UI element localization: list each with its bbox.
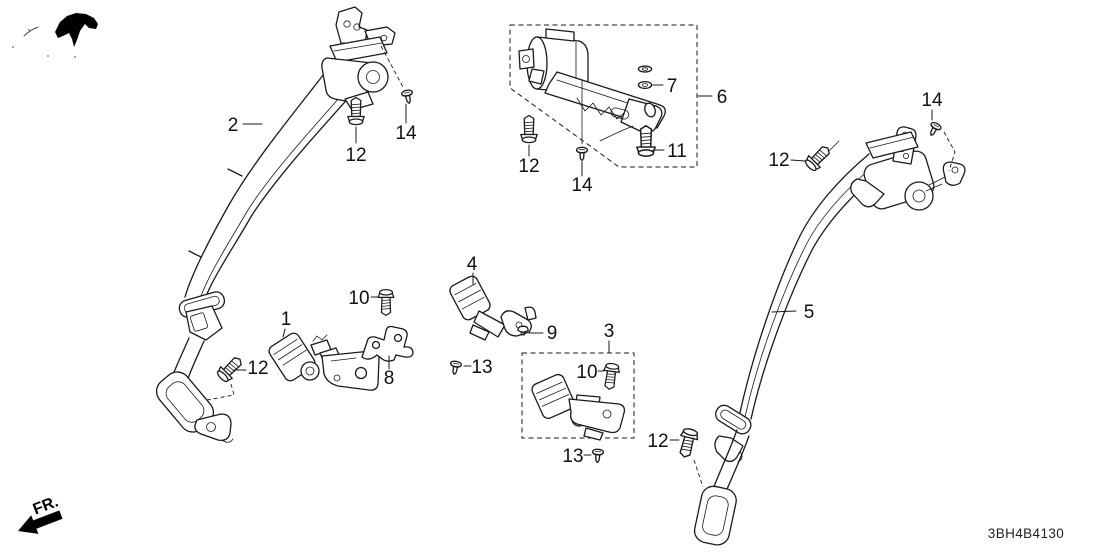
washer-icon <box>637 65 653 73</box>
detail-box-3-buckle-unit <box>521 352 701 464</box>
callout-14-b[interactable]: 14 <box>571 175 593 196</box>
screw-icon-part14-box6 <box>575 146 589 162</box>
center-buckle-assembly-part1 <box>268 325 414 391</box>
callout-14-c[interactable]: 14 <box>921 90 943 111</box>
bolt-icon-part10-upper <box>377 289 395 316</box>
callout-4[interactable]: 4 <box>467 254 478 275</box>
inner-seatbelt-assembly-part5 <box>693 120 966 546</box>
bolt-icon-part10-box3 <box>600 361 621 391</box>
diagram-code: 3BH4B4130 <box>988 526 1064 541</box>
callout-12-e[interactable]: 12 <box>647 431 668 452</box>
bolt-icon-part12-inner-top <box>802 141 835 174</box>
callout-13-b[interactable]: 13 <box>471 357 492 378</box>
bolt-icon-part12-box6 <box>520 114 538 144</box>
brand-mark-logo-icon <box>12 13 98 58</box>
callout-6[interactable]: 6 <box>717 87 728 108</box>
callout-2[interactable]: 2 <box>228 115 239 136</box>
callout-5[interactable]: 5 <box>804 302 815 323</box>
callout-labels: 2 12 14 12 14 11 7 6 14 12 5 1 12 8 10 4… <box>228 76 943 467</box>
leader-lines <box>206 45 956 488</box>
detail-box-6-retractor-unit <box>509 24 698 168</box>
callout-10-b[interactable]: 10 <box>576 362 597 383</box>
detail-box-6-outline <box>509 24 698 168</box>
callout-12-b[interactable]: 12 <box>518 156 539 177</box>
screw-icon-part14-inner <box>925 120 943 139</box>
callout-8[interactable]: 8 <box>384 368 395 389</box>
callout-13-a[interactable]: 13 <box>562 446 583 467</box>
outer-seatbelt-assembly-part2 <box>155 6 416 443</box>
detail-box-3-outline <box>521 352 635 439</box>
bolt-icon-part12-outer-anchor <box>214 352 247 385</box>
center-seatbelt-buckle-part4 <box>377 275 537 376</box>
callout-11[interactable]: 11 <box>667 141 687 162</box>
callout-7[interactable]: 7 <box>667 76 678 97</box>
screw-icon-part14-outer <box>400 88 416 106</box>
callout-12-c[interactable]: 12 <box>768 150 789 171</box>
callout-10-a[interactable]: 10 <box>348 288 369 309</box>
nut-icon-part7 <box>637 80 653 90</box>
callout-14-a[interactable]: 14 <box>395 123 417 144</box>
fr-direction-arrow-icon: FR. <box>18 493 63 534</box>
screw-icon-part13-lower <box>591 448 605 464</box>
callout-12-d[interactable]: 12 <box>247 358 268 379</box>
callout-1[interactable]: 1 <box>281 309 292 330</box>
callout-3[interactable]: 3 <box>604 321 615 342</box>
callout-9[interactable]: 9 <box>547 323 558 344</box>
bolt-icon-part12-box3 <box>675 426 701 460</box>
callout-12-a[interactable]: 12 <box>345 145 366 166</box>
screw-icon-part13-left <box>448 359 463 376</box>
